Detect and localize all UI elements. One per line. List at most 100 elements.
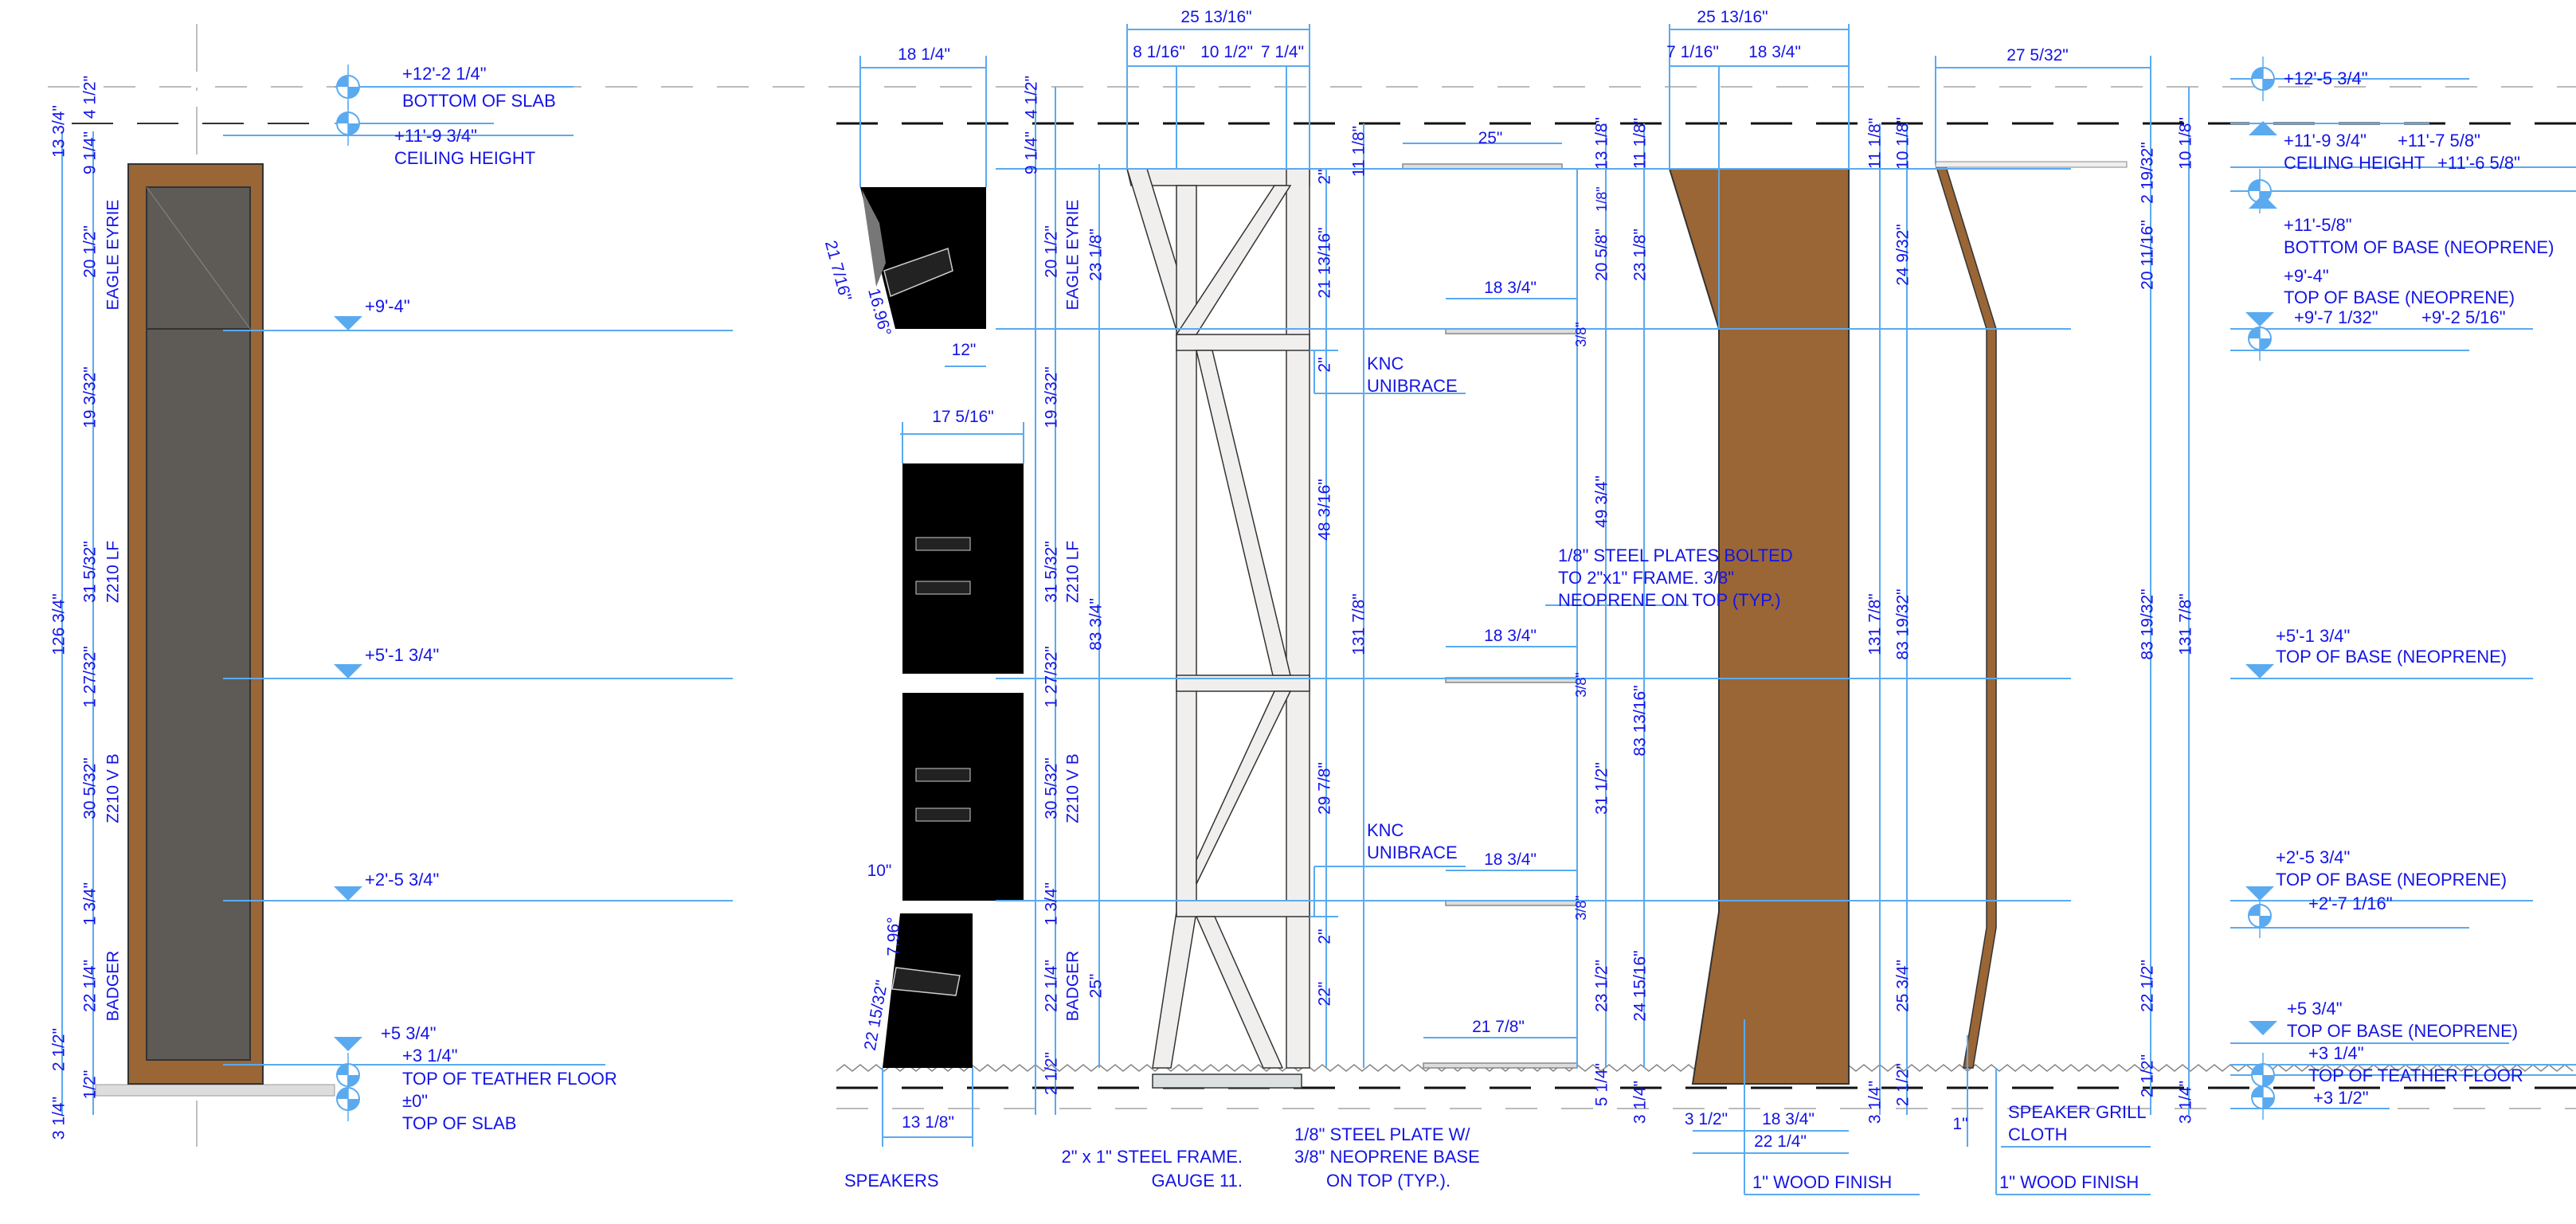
datum-marker-icon xyxy=(2251,1075,2275,1120)
level-triangle-icon xyxy=(2249,121,2277,135)
dimension-label: 10 1/8" xyxy=(2177,117,2195,170)
level-triangle-icon xyxy=(2245,886,2274,901)
dimension-label: BADGER xyxy=(104,951,123,1022)
dimension-label: 1/8" xyxy=(1594,186,1610,211)
dimension-label: 2" xyxy=(1316,357,1334,372)
frame-rail-1 xyxy=(1176,334,1310,351)
datum-marker-icon xyxy=(2248,894,2272,938)
dimension-label: 13 3/4" xyxy=(50,105,69,158)
level-triangle-icon xyxy=(2249,194,2277,209)
dimension-label: 8 1/16" xyxy=(1133,43,1185,61)
level-triangle-icon xyxy=(2249,1021,2277,1035)
dimension-label: 10 1/8" xyxy=(1894,117,1912,170)
dimension-label: EAGLE EYRIE xyxy=(1064,200,1082,311)
dimension-label: 9 1/4" xyxy=(1023,131,1041,174)
left-finished-elevation xyxy=(127,163,264,1085)
dimension-label: 22 1/4" xyxy=(1043,960,1061,1012)
dimension-label: 25 3/4" xyxy=(1894,960,1912,1012)
dimension-label: 11 1/8" xyxy=(1631,118,1650,169)
dimension-label: 48 3/16" xyxy=(1316,479,1334,541)
dimension-label: 2 1/2" xyxy=(50,1028,69,1071)
datum-marker-icon xyxy=(2251,57,2275,101)
dimension-label: ON TOP (TYP.). xyxy=(1326,1171,1450,1191)
datum-marker-icon xyxy=(336,1053,360,1097)
dimension-label: GAUGE 11. xyxy=(1151,1171,1243,1191)
dimension-label: 2" x 1" STEEL FRAME. xyxy=(1061,1147,1243,1167)
fabric-diagonal xyxy=(146,186,251,330)
level-label: +5 3/4" xyxy=(381,1023,437,1043)
dimension-label: 1 27/32" xyxy=(81,646,100,708)
dimension-label: 1" xyxy=(1952,1115,1967,1133)
speaker-z210-lf-port-1 xyxy=(915,537,971,551)
dimension-label: 23 1/2" xyxy=(1593,960,1611,1012)
level-label: TOP OF TEATHER FLOOR xyxy=(402,1069,617,1089)
dimension-label: 1" WOOD FINISH xyxy=(1999,1172,2139,1192)
dimension-label: 30 5/32" xyxy=(1043,757,1061,819)
dimension-label: 131 7/8" xyxy=(1866,593,1885,655)
dimension-label: NEOPRENE ON TOP (TYP.) xyxy=(1558,590,1781,610)
dimension-label: 30 5/32" xyxy=(81,757,100,819)
frame-base-plate xyxy=(1152,1073,1302,1089)
dimension-label: 18 3/4" xyxy=(1748,43,1801,61)
dimension-label: Z210 V B xyxy=(1064,753,1082,823)
dimension-label: 25 13/16" xyxy=(1180,8,1251,26)
dimension-label: 21 7/8" xyxy=(1472,1018,1525,1036)
dimension-label: 25" xyxy=(1087,974,1106,999)
dimension-label: 24 15/16" xyxy=(1631,950,1650,1021)
dimension-label: Z210 V B xyxy=(104,753,123,823)
dimension-label: 19 3/32" xyxy=(1043,366,1061,428)
level-label: +11'-5/8" xyxy=(2284,215,2352,235)
level-label: ±0" xyxy=(402,1091,428,1111)
level-triangle-icon xyxy=(334,1037,362,1051)
level-label: +11'-7 5/8" xyxy=(2398,131,2480,151)
dimension-label: 10" xyxy=(867,862,892,880)
level-label: +2'-7 1/16" xyxy=(2308,894,2393,913)
dimension-label: 12" xyxy=(952,341,977,359)
level-label: +5'-1 3/4" xyxy=(2276,626,2350,646)
dimension-label: 3 1/4" xyxy=(50,1097,69,1140)
grill-panel-section xyxy=(1934,163,1997,1069)
level-label: +9'-4" xyxy=(365,296,410,316)
level-label: CEILING HEIGHT xyxy=(2284,153,2425,173)
dimension-label: 13 1/8" xyxy=(1593,117,1611,170)
dimension-label: 18 3/4" xyxy=(1484,279,1537,297)
dimension-label: 1 3/4" xyxy=(1043,882,1061,925)
level-triangle-icon xyxy=(2245,664,2274,678)
dimension-label: KNC xyxy=(1367,820,1404,840)
level-label: +12'-5 3/4" xyxy=(2284,68,2368,88)
dimension-label: 83 3/4" xyxy=(1087,598,1106,651)
level-label: BOTTOM OF BASE (NEOPRENE) xyxy=(2284,237,2554,257)
dimension-label: 23 1/8" xyxy=(1087,229,1106,281)
dimension-label: 18 3/4" xyxy=(1484,851,1537,869)
dimension-label: Z210 LF xyxy=(1064,541,1082,603)
level-label: +5'-1 3/4" xyxy=(365,645,439,665)
dimension-label: 5 1/4" xyxy=(1593,1063,1611,1106)
frame-diagonal-1 xyxy=(1175,185,1292,335)
level-triangle-icon xyxy=(334,886,362,901)
frame-top-chord xyxy=(1126,168,1310,186)
dimension-label: 11 1/8" xyxy=(1350,126,1368,177)
dimension-label: SPEAKER GRILL xyxy=(2008,1102,2147,1122)
speaker-stack xyxy=(860,187,1024,1068)
level-triangle-icon xyxy=(334,316,362,330)
dimension-label: 4 1/2" xyxy=(1023,76,1041,119)
dimension-label: 29 7/8" xyxy=(1316,762,1334,815)
dimension-label: 25 13/16" xyxy=(1697,8,1768,26)
dimension-label: 3 1/4" xyxy=(2177,1081,2195,1124)
dimension-label: 21 7/16" xyxy=(821,239,855,303)
dimension-label: Z210 LF xyxy=(104,541,123,603)
dimension-label: SPEAKERS xyxy=(844,1171,939,1191)
level-triangle-icon xyxy=(2245,312,2274,327)
dimension-label: 18 1/4" xyxy=(898,45,950,64)
dimension-label: 18 3/4" xyxy=(1484,627,1537,645)
dimension-label: 20 5/8" xyxy=(1593,229,1611,281)
level-label: TOP OF TEATHER FLOOR xyxy=(2308,1066,2523,1085)
level-triangle-icon xyxy=(334,664,362,678)
level-label: TOP OF BASE (NEOPRENE) xyxy=(2276,647,2507,667)
dimension-label: 2" xyxy=(1316,169,1334,184)
reference-lines xyxy=(48,24,2576,1147)
speaker-eagle-horn xyxy=(883,248,953,298)
dimension-label: 2 1/2" xyxy=(1894,1063,1912,1106)
level-label: +12'-2 1/4" xyxy=(402,64,487,84)
